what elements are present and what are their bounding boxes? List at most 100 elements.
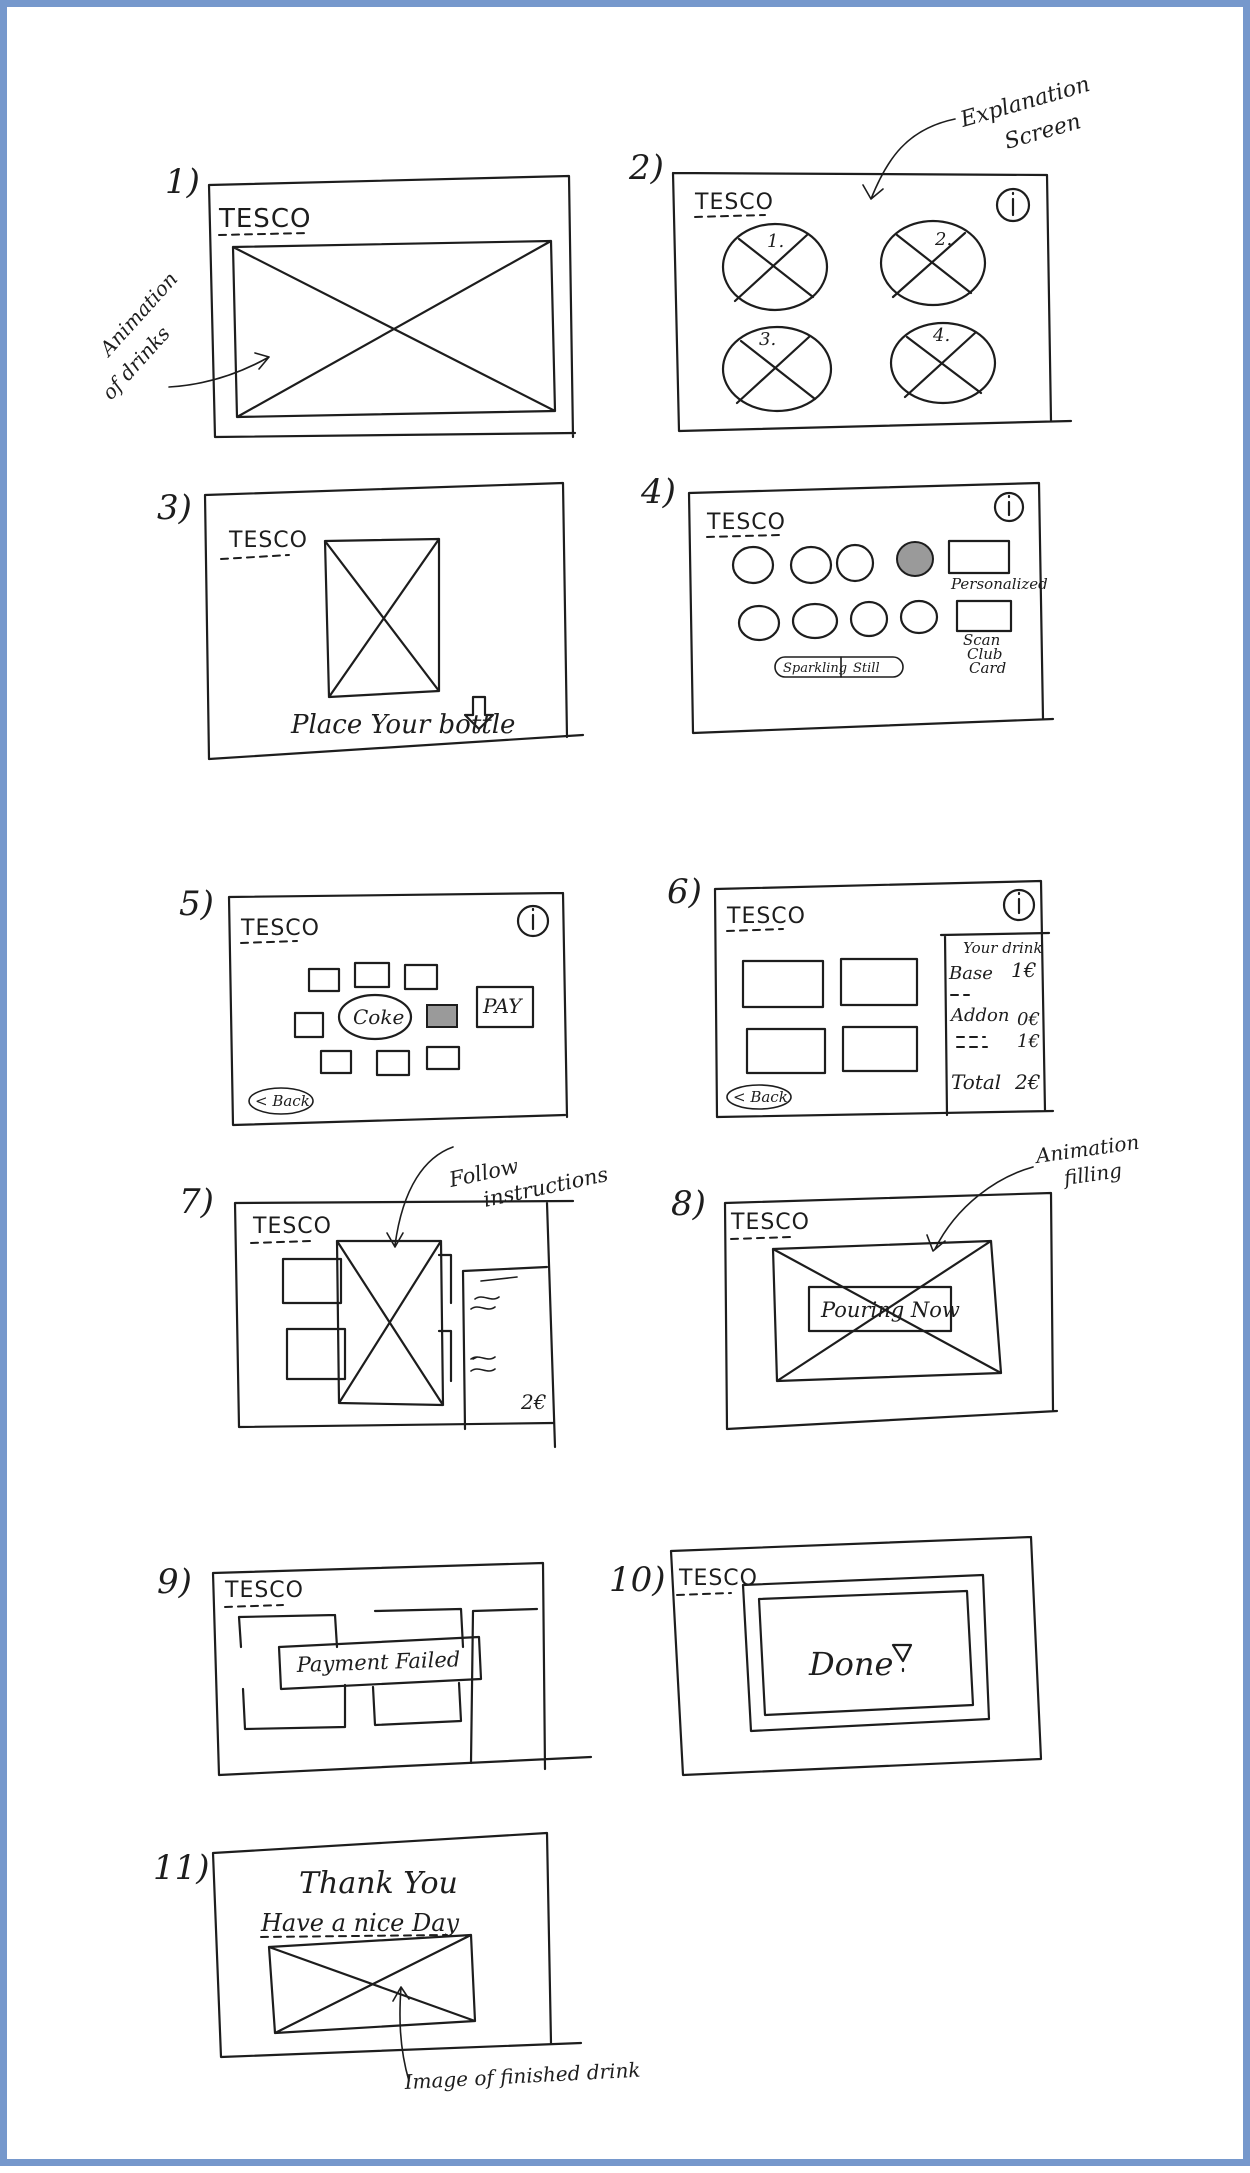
done-label: Done xyxy=(808,1645,893,1683)
instruction-panel: 2€ xyxy=(461,1265,549,1431)
drink-option[interactable] xyxy=(731,545,775,585)
step-circle-4: 4. xyxy=(889,321,997,405)
screen-2-frame xyxy=(671,171,1073,433)
screen-6-logo: TESCO xyxy=(726,904,806,929)
addon-option[interactable] xyxy=(307,967,341,993)
back-button[interactable]: < Back xyxy=(726,1084,792,1110)
payment-failed-dialog: Payment Failed xyxy=(277,1635,483,1691)
screen-7-number: 7) xyxy=(179,1182,214,1222)
drink-tile[interactable] xyxy=(741,959,825,1009)
screen-10-logo-underline xyxy=(676,1592,732,1596)
scan-card-line-2: Club xyxy=(967,645,1003,663)
screen-3-frame xyxy=(203,481,585,761)
step-circle-3: 3. xyxy=(721,325,833,413)
screen-4-logo-underline xyxy=(706,534,780,538)
back-button[interactable]: < Back xyxy=(248,1087,314,1115)
screen-8-frame xyxy=(723,1191,1059,1431)
screen-7-frame xyxy=(233,1199,575,1449)
screen-9-number: 9) xyxy=(157,1562,192,1602)
screen-1-logo: TESCO xyxy=(218,204,311,234)
drink-option[interactable] xyxy=(835,543,875,583)
coke-selection[interactable]: Coke xyxy=(337,993,413,1041)
addon-option[interactable] xyxy=(293,1011,325,1039)
annotation-follow-arrow xyxy=(386,1146,454,1248)
addon-option[interactable] xyxy=(403,963,439,991)
drink-option[interactable] xyxy=(737,604,781,642)
step-circle-2-label: 2. xyxy=(934,229,952,250)
nice-day-label: Have a nice Day xyxy=(260,1909,460,1937)
screen-8: 8) TESCO Pouring Now xyxy=(671,1184,1059,1431)
addon-option[interactable] xyxy=(375,1049,411,1077)
finished-drink-image-placeholder xyxy=(267,1933,477,2035)
screen-1-logo-underline xyxy=(218,232,308,236)
drink-tile[interactable] xyxy=(841,1025,919,1073)
drink-option-selected[interactable] xyxy=(896,541,934,577)
drink-glass-icon xyxy=(891,1643,913,1673)
personalized-button[interactable]: Personalized xyxy=(947,539,1048,593)
nice-day-underline xyxy=(260,1934,448,1938)
addon-option-selected[interactable] xyxy=(426,1004,458,1028)
step-circle-4-label: 4. xyxy=(932,325,950,346)
info-icon[interactable] xyxy=(995,187,1031,223)
down-arrow-icon xyxy=(463,695,495,731)
screen-5-logo: TESCO xyxy=(240,916,320,941)
screen-11: 11) Thank You Have a nice Day xyxy=(153,1831,583,2059)
drink-tile[interactable] xyxy=(745,1027,827,1075)
screen-2-logo: TESCO xyxy=(694,190,774,215)
summary-base-price: 1€ xyxy=(1011,958,1037,982)
addon-option[interactable] xyxy=(353,961,391,989)
summary-addon-price-2: 1€ xyxy=(1017,1031,1040,1052)
screen-5-logo-underline xyxy=(240,940,298,944)
annotation-follow-instructions: Follow instructions xyxy=(386,1146,610,1248)
annotation-finished-label: Image of finished drink xyxy=(403,2058,641,2094)
info-icon[interactable] xyxy=(516,904,550,938)
back-label: < Back xyxy=(255,1092,310,1110)
info-icon[interactable] xyxy=(993,491,1025,523)
screen-4-frame xyxy=(687,481,1055,735)
personalized-label: Personalized xyxy=(950,575,1048,593)
screen-9-logo: TESCO xyxy=(224,1578,304,1603)
instruction-image-placeholder xyxy=(335,1239,445,1407)
screen-6-frame xyxy=(713,879,1055,1119)
sparkling-still-toggle[interactable]: Sparkling Still xyxy=(774,656,904,678)
scan-club-card-button[interactable]: Scan Club Card xyxy=(955,599,1013,677)
screen-8-logo-underline xyxy=(730,1236,792,1240)
toggle-still-label: Still xyxy=(853,661,880,676)
step-circle-2: 2. xyxy=(879,219,987,307)
back-label: < Back xyxy=(733,1088,788,1106)
screen-3-number: 3) xyxy=(157,488,192,528)
screen-1-frame xyxy=(207,174,577,439)
screen-6: 6) TESCO < Back Your drink Base 1€ Addon… xyxy=(667,872,1055,1119)
screen-2: 2) TESCO 1. 2. 3. 4. xyxy=(628,148,1073,433)
payment-failed-label: Payment Failed xyxy=(295,1647,460,1677)
pouring-status: Pouring Now xyxy=(807,1285,960,1333)
drink-option[interactable] xyxy=(899,599,939,635)
drink-options-row-2 xyxy=(737,599,939,642)
screen-10: 10) TESCO Done xyxy=(609,1535,1043,1777)
done-panel-outer xyxy=(741,1573,991,1733)
addon-option[interactable] xyxy=(319,1049,353,1075)
annotation-finished-arrow xyxy=(392,1986,410,2082)
pay-label: PAY xyxy=(482,994,523,1018)
screen-8-logo: TESCO xyxy=(730,1210,810,1235)
scan-card-line-1: Scan xyxy=(963,631,1000,649)
info-icon[interactable] xyxy=(1002,888,1036,922)
screen-11-number: 11) xyxy=(153,1848,210,1888)
drink-option[interactable] xyxy=(791,602,839,640)
screen-9-logo-underline xyxy=(224,1604,284,1608)
screen-5-frame xyxy=(227,891,569,1127)
pay-button[interactable]: PAY xyxy=(475,985,535,1029)
addon-option[interactable] xyxy=(425,1045,461,1071)
drink-options-row-1 xyxy=(731,541,934,585)
instruction-lines xyxy=(470,1276,518,1372)
screen-4-number: 4) xyxy=(640,472,676,512)
annotation-explanation-arrow xyxy=(862,118,956,200)
screen-1-image-placeholder xyxy=(231,239,557,419)
annotation-animation-filling: Animation filling xyxy=(926,1130,1141,1252)
done-panel-inner xyxy=(757,1589,975,1717)
background-tiles xyxy=(237,1607,539,1765)
drink-option[interactable] xyxy=(849,600,889,638)
drink-option[interactable] xyxy=(789,545,833,585)
drink-tile[interactable] xyxy=(839,957,919,1007)
step-circle-1-label: 1. xyxy=(767,231,784,252)
